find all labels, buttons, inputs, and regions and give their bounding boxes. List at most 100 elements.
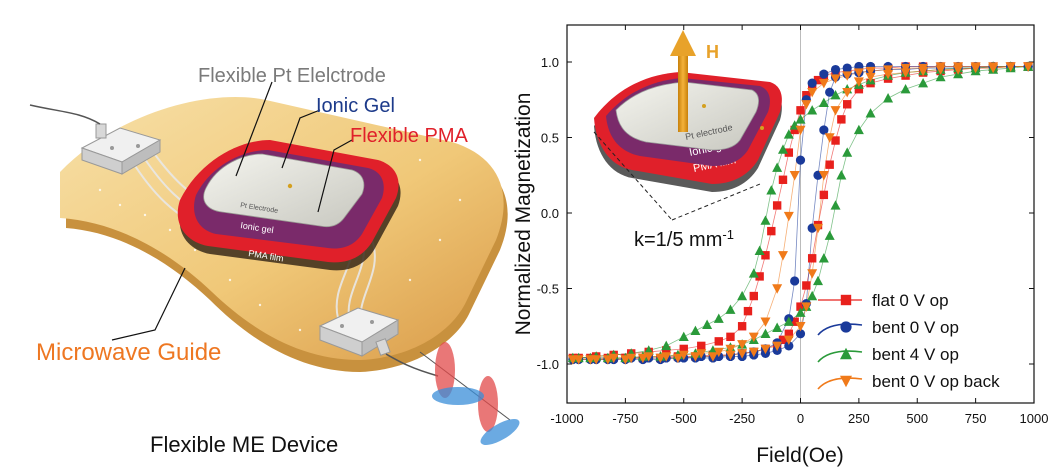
legend-label: bent 0 V op back: [872, 372, 1000, 391]
data-point: [807, 105, 818, 115]
y-tick-label: 1.0: [541, 55, 559, 70]
data-point: [813, 275, 824, 286]
x-tick-label: -250: [729, 411, 755, 426]
inset-contact-dot-2: [760, 126, 764, 130]
data-point: [714, 337, 723, 346]
data-point: [918, 66, 929, 77]
data-point: [743, 306, 753, 316]
data-point: [818, 171, 829, 181]
x-tick-label: 1000: [1020, 411, 1049, 426]
data-point: [772, 162, 783, 172]
label-microwave-guide: Microwave Guide: [36, 339, 221, 366]
data-point: [988, 63, 999, 74]
data-point: [813, 75, 823, 85]
data-point: [790, 276, 800, 286]
data-point: [807, 290, 818, 301]
data-point: [865, 72, 876, 83]
data-point: [602, 355, 613, 365]
series-markers: [567, 61, 1034, 365]
data-point: [748, 332, 759, 343]
data-point: [795, 155, 806, 165]
data-point: [795, 329, 806, 339]
legend-label: bent 0 V op: [872, 318, 959, 337]
field-arrow-icon: [670, 30, 696, 132]
data-point: [737, 290, 748, 301]
data-point: [725, 304, 736, 314]
label-flexible-pma: Flexible PMA: [350, 125, 468, 147]
legend-line: [817, 350, 863, 363]
data-point: [783, 335, 794, 346]
data-point: [761, 251, 770, 260]
device-illustration: PMA film Ionic gel Pt Electrode: [29, 65, 520, 457]
data-point: [830, 64, 841, 75]
data-point: [836, 170, 847, 180]
data-point: [819, 190, 829, 200]
data-point: [807, 78, 817, 88]
curvature-guides: [593, 131, 761, 221]
device-caption: Flexible ME Device: [150, 432, 338, 457]
substrate-dots: [98, 158, 462, 332]
data-point: [865, 66, 876, 77]
data-point: [842, 71, 853, 81]
data-point: [748, 268, 759, 278]
data-point: [767, 226, 776, 236]
data-point: [918, 77, 929, 88]
legend-marker: [840, 347, 852, 360]
y-tick-label: -0.5: [537, 282, 559, 297]
inset-diagram: PMA film Ionic gel Pt electrode H k=1/5 …: [593, 30, 782, 251]
inset-contact-dot: [702, 104, 706, 108]
data-point: [818, 253, 829, 263]
data-point: [853, 68, 864, 78]
data-point: [825, 87, 835, 97]
data-point: [637, 353, 648, 364]
curvature-value: k=1/5 mm: [634, 229, 722, 251]
data-point: [935, 65, 946, 75]
data-point: [900, 68, 911, 78]
data-point: [672, 353, 683, 364]
data-point: [819, 69, 829, 79]
data-point: [678, 331, 689, 342]
callout-lines: [111, 81, 353, 341]
data-point: [783, 211, 794, 222]
y-tick-label: -1.0: [537, 357, 559, 372]
y-tick-label: 0.5: [541, 131, 559, 146]
data-point: [783, 316, 794, 326]
data-point: [725, 344, 736, 355]
x-tick-label: -500: [671, 411, 697, 426]
data-point: [1023, 62, 1034, 72]
data-point: [778, 175, 788, 184]
data-point: [772, 284, 783, 294]
data-point: [749, 291, 758, 301]
data-point: [690, 325, 701, 335]
data-point: [865, 108, 876, 118]
data-point: [801, 100, 812, 110]
x-axis-label: Field(Oe): [756, 444, 844, 467]
data-point: [784, 341, 794, 351]
data-point: [802, 281, 811, 290]
data-point: [696, 349, 707, 359]
data-point: [854, 84, 864, 94]
data-point: [883, 69, 894, 80]
data-point: [831, 136, 840, 145]
data-point: [825, 160, 834, 169]
data-point: [772, 341, 783, 352]
label-ionic-gel: Ionic Gel: [316, 95, 395, 117]
data-point: [830, 90, 841, 100]
data-point: [783, 129, 794, 139]
data-point: [737, 322, 747, 331]
data-point: [760, 344, 771, 355]
data-point: [760, 317, 771, 327]
x-tick-label: -750: [612, 411, 638, 426]
data-point: [807, 254, 817, 263]
data-point: [795, 114, 806, 124]
x-tick-label: -1000: [550, 411, 583, 426]
curvature-superscript: -1: [722, 227, 734, 242]
data-point: [585, 355, 596, 365]
x-tick-label: 0: [797, 411, 804, 426]
data-point: [778, 335, 788, 345]
data-point: [662, 346, 671, 355]
legend-marker: [840, 294, 852, 306]
data-point: [737, 340, 748, 350]
